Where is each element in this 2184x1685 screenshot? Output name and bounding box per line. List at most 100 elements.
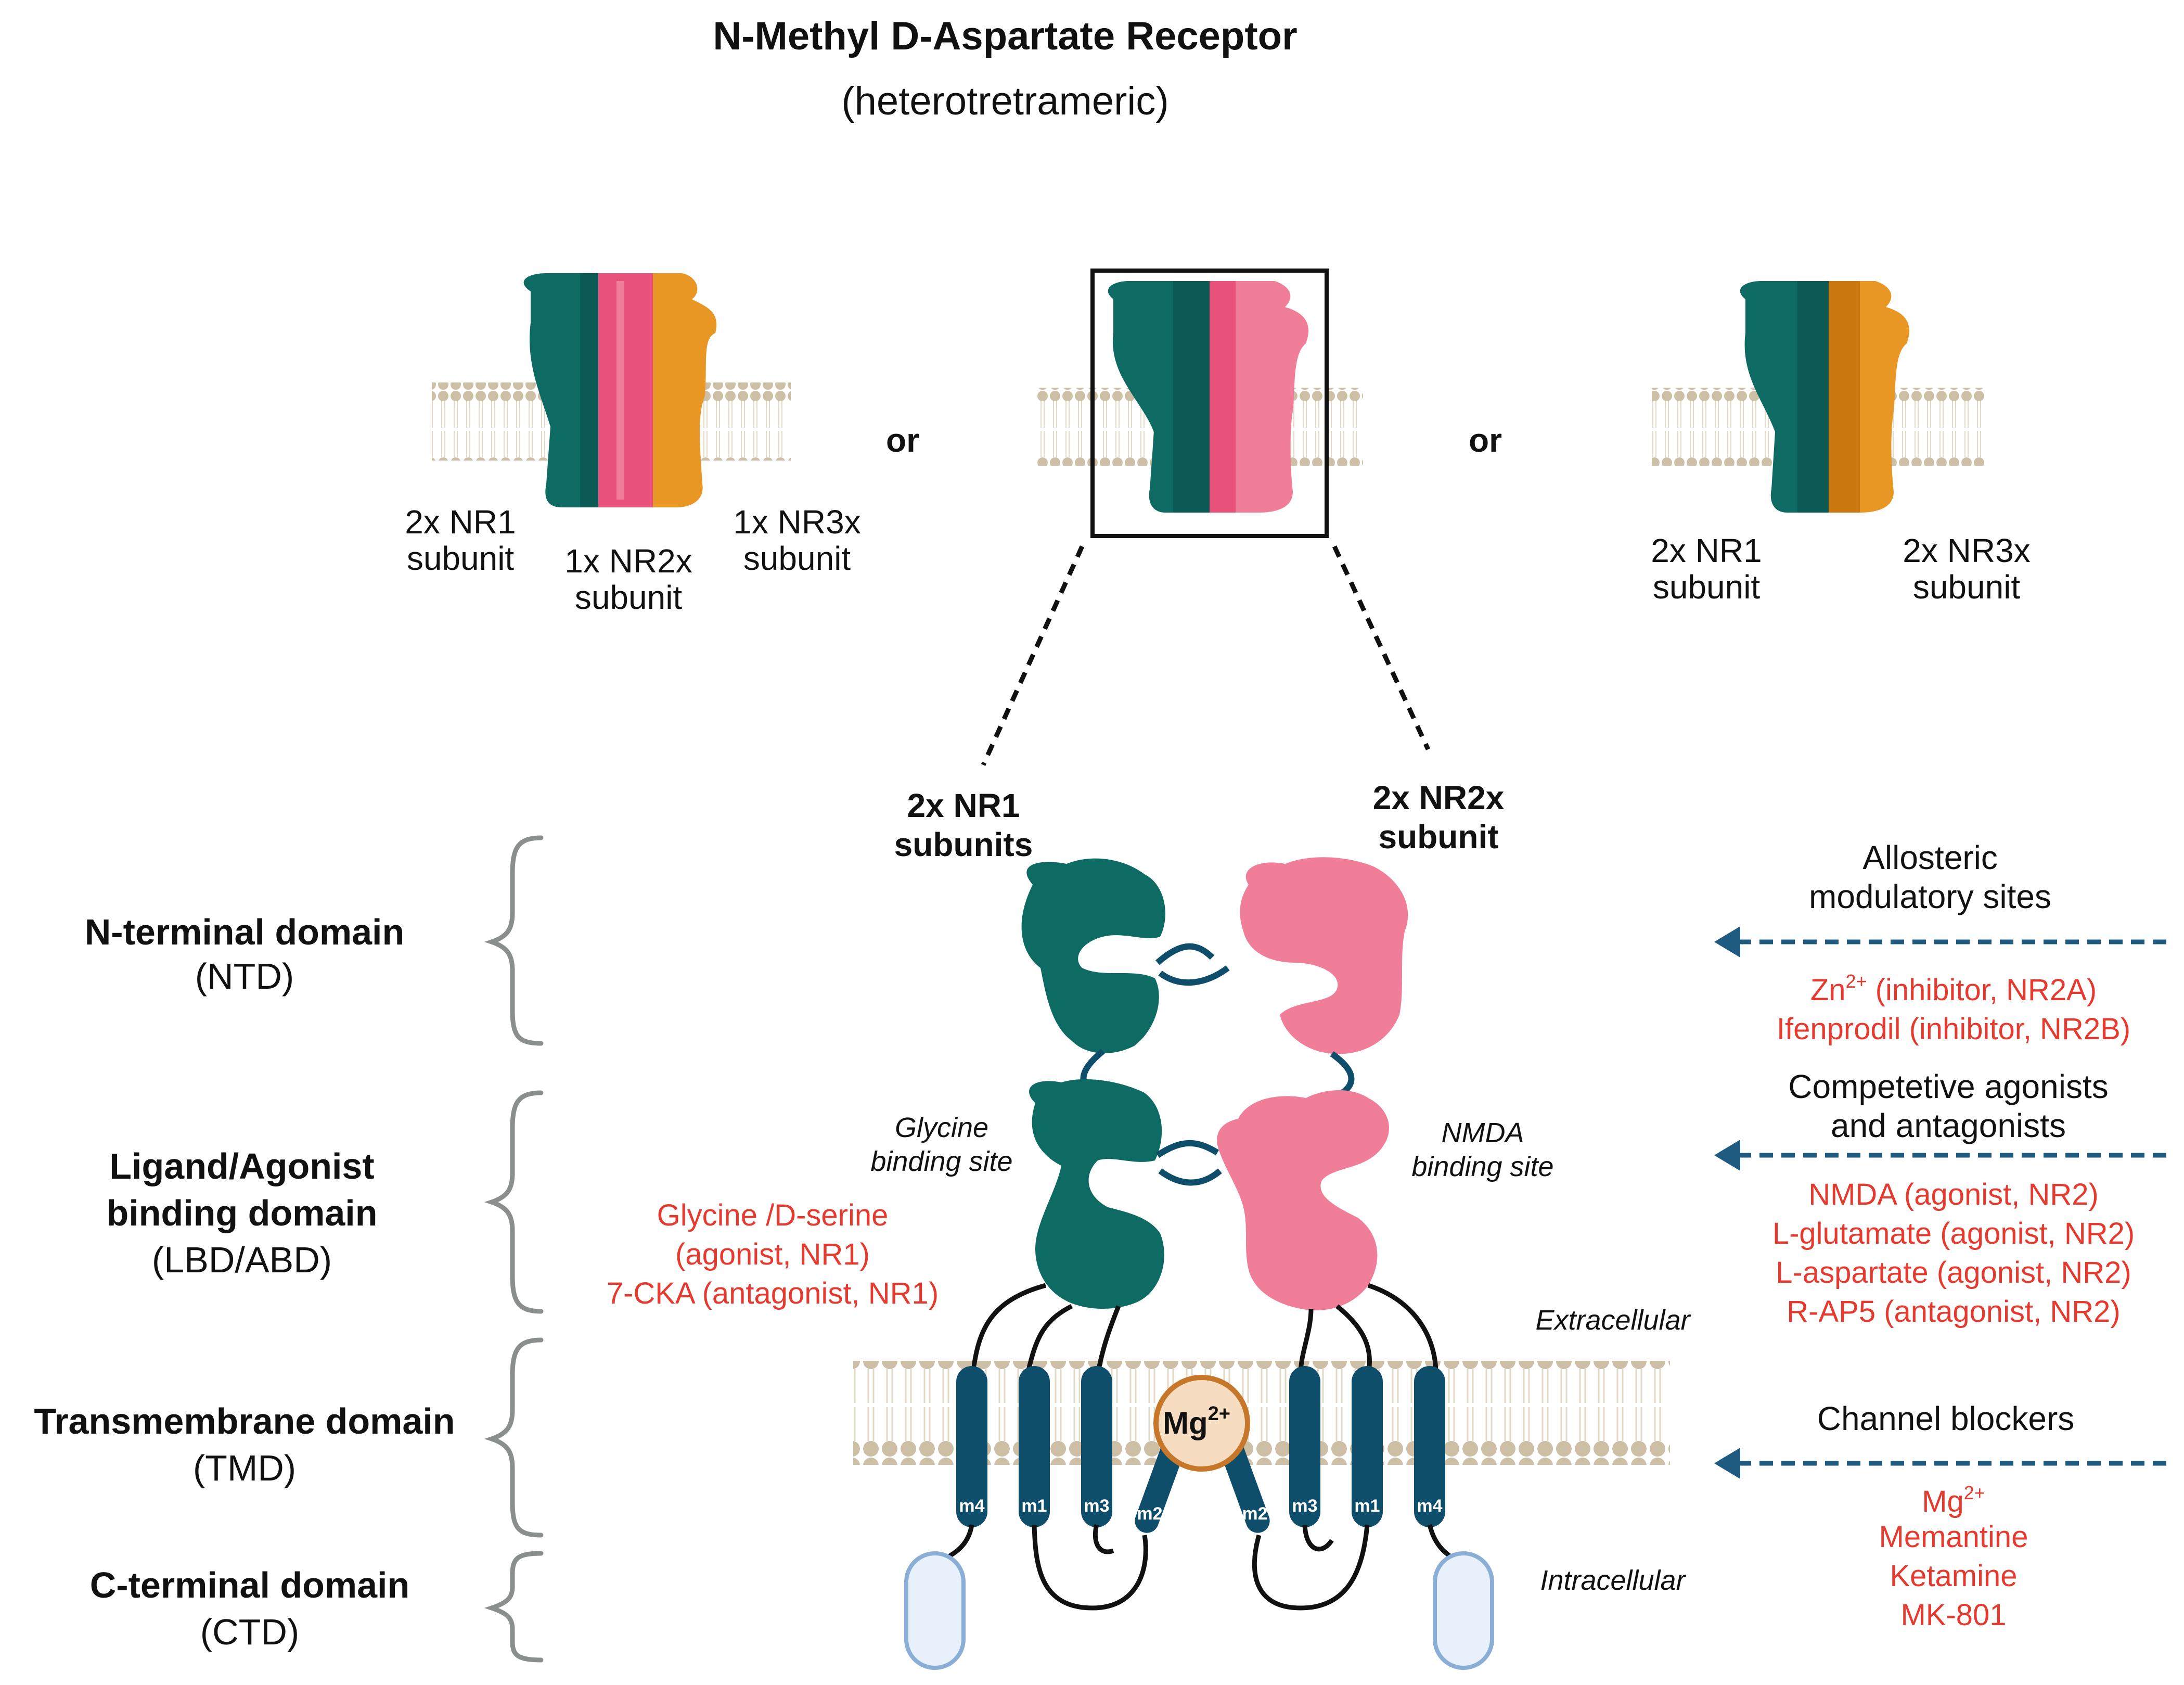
domain-lbd-abbr: (LBD/ABD) [152,1240,332,1280]
nr1-subunit-shape [580,273,598,507]
variant-center [1035,269,1363,538]
variant-left-receptor [523,273,717,507]
left-nr3-label: subunit [743,540,851,577]
domain-ctd-abbr: (CTD) [200,1612,299,1652]
domain-tmd-name: Transmembrane domain [34,1401,455,1441]
blocker-ligand: MK-801 [1900,1598,2006,1632]
glycine-site-label: binding site [870,1146,1012,1177]
nr1-ntd [1021,858,1165,1053]
detail-nr1-label: 2x NR1 [907,787,1020,824]
intracellular-label: Intracellular [1540,1565,1686,1596]
helix-m1-right [1352,1366,1383,1527]
helix-m2-left [1135,1438,1185,1533]
or-label-right: or [1469,422,1502,459]
helix-m1-left [1019,1366,1050,1527]
right-nr3-label: subunit [1913,568,2021,606]
nr3-subunit-shape [653,273,717,507]
mg-ion: Mg2+ [1153,1375,1250,1472]
lbd-linker [1155,1140,1219,1158]
nr1-lbd [1029,1079,1164,1309]
nmda-site-label: NMDA [1442,1117,1524,1148]
or-label-left: or [886,422,919,459]
allosteric-heading: Allosteric [1862,839,1998,876]
variant-left: 2x NR1 subunit 1x NR2x subunit 1x NR3x s… [405,273,861,616]
domain-lbd-name: binding domain [106,1193,377,1233]
nr2-subunit-shape [616,281,624,500]
domain-ntd-name: N-terminal domain [85,912,405,952]
competitive-ligand: NMDA (agonist, NR2) [1808,1178,2099,1211]
detail-nr1-label: subunits [894,826,1033,863]
blockers-arrow [1714,1448,2169,1479]
mg-ion-label: Mg2+ [1163,1403,1230,1440]
left-nr2-label: subunit [575,579,683,616]
competitive-ligand: L-aspartate (agonist, NR2) [1776,1256,2131,1290]
nr2-subunit-shape [598,273,653,507]
left-nr3-label: 1x NR3x [733,503,860,541]
right-nr1-label: subunit [1653,568,1761,606]
right-nr1-label: 2x NR1 [1651,532,1762,569]
nr2-ntd [1240,857,1408,1054]
membrane-detail [853,1361,1670,1465]
blockers-heading: Channel blockers [1817,1400,2075,1437]
nmda-site-label: binding site [1411,1151,1553,1182]
left-nr1-label: subunit [407,540,515,577]
segment-label: m4 [959,1496,984,1516]
domain-ntd-abbr: (NTD) [195,956,294,997]
glycine-site-label: Glycine [895,1112,988,1143]
tmd-helices [956,1366,1445,1533]
blocker-ligand: Memantine [1879,1520,2028,1554]
segment-label: m2 [1137,1504,1162,1524]
nr1-ligand-text: (agonist, NR1) [675,1237,870,1271]
segment-label: m3 [1292,1496,1317,1516]
ntd-linker [1155,943,1215,965]
intracellular-loops [940,1524,1459,1611]
blocker-ligand: Mg2+ [1922,1482,1985,1518]
allosteric-arrow [1714,926,2169,958]
competitive-ligand: R-AP5 (antagonist, NR2) [1787,1295,2120,1329]
diagram-subtitle: (heterotretrameric) [841,79,1168,123]
extracellular-label: Extracellular [1535,1305,1691,1336]
nr2-subunit-shape [1210,281,1236,513]
helix-m4-left [956,1366,987,1527]
nr3-subunit-shape [1829,281,1860,513]
nr1-subunit-shape [1173,281,1210,513]
segment-label: m1 [1354,1496,1380,1516]
competitive-arrow [1714,1140,2169,1171]
variant-right: 2x NR1 subunit 2x NR3x subunit [1651,281,2031,606]
allosteric-ligand: Zn2+ (inhibitor, NR2A) [1810,971,2097,1007]
diagram-title: N-Methyl D-Aspartate Receptor [713,14,1297,58]
domain-braces [484,835,544,1663]
domain-ctd-name: C-terminal domain [90,1565,410,1605]
ctd-right [1433,1551,1494,1670]
nr1-subunit-shape [523,273,593,507]
helix-m4-right [1414,1366,1445,1527]
nr2-lbd [1217,1090,1389,1310]
segment-label: m4 [1417,1496,1442,1516]
competitive-heading: Competetive agonists [1788,1068,2108,1105]
zoom-box [1090,269,1329,538]
domain-lbd-name: Ligand/Agonist [109,1146,374,1186]
nr1-ligand-text: 7-CKA (antagonist, NR1) [607,1276,939,1310]
lbd-linker [1158,1168,1222,1186]
detail-nr2-label: 2x NR2x [1373,779,1505,816]
segment-label: m2 [1242,1504,1267,1524]
right-nr3-label: 2x NR3x [1903,532,2030,569]
zoom-line-right [1332,545,1431,750]
left-nr2-label: 1x NR2x [564,542,692,580]
competitive-heading: and antagonists [1831,1107,2066,1144]
domain-tmd-abbr: (TMD) [193,1448,296,1488]
detail-nr2-label: subunit [1378,818,1498,856]
nr1-subunit-shape [1797,281,1831,513]
left-nr1-label: 2x NR1 [405,503,516,541]
ntd-linker [1158,965,1230,986]
helix-m3-left [1081,1366,1112,1527]
zoom-line-left [981,545,1085,766]
blocker-ligand: Ketamine [1890,1559,2017,1593]
helix-m2-right [1220,1438,1270,1533]
segment-label: m1 [1021,1496,1047,1516]
competitive-ligand: L-glutamate (agonist, NR2) [1772,1217,2135,1250]
allosteric-ligand: Ifenprodil (inhibitor, NR2B) [1777,1012,2130,1046]
segment-label: m3 [1084,1496,1109,1516]
ctd-left [904,1551,966,1670]
